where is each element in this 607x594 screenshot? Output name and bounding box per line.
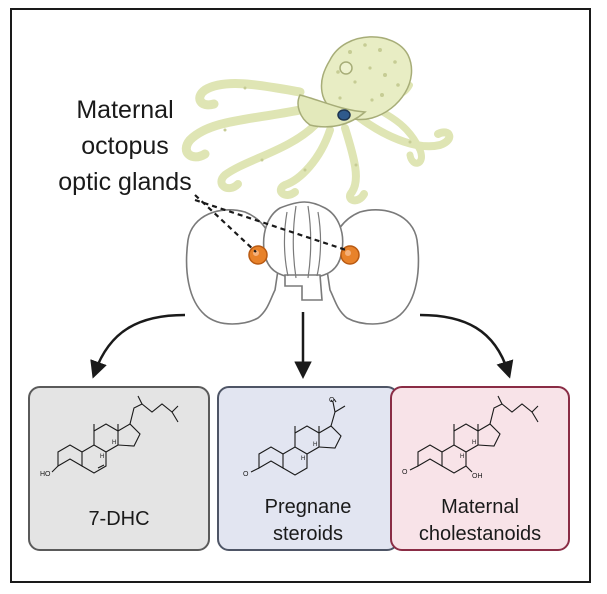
optic-gland-pointers [194, 194, 347, 253]
panel-pregnane-steroids: O O H H Pregnane steroids [217, 386, 399, 551]
svg-text:O: O [329, 397, 335, 404]
7dhc-structure-icon: HO H H [40, 395, 179, 478]
svg-text:H: H [313, 442, 317, 448]
7dhc-label: 7-DHC [88, 508, 150, 530]
octopus-illustration [181, 36, 454, 205]
pathway-arrows [90, 312, 514, 379]
arrow-to-7dhc [90, 313, 186, 379]
pregnane-structure-icon: O O H H [243, 397, 346, 478]
svg-text:O: O [243, 471, 249, 478]
octopus-brain-outline [185, 201, 420, 325]
optic-label-line2: octopus [81, 132, 169, 160]
svg-text:H: H [460, 454, 464, 460]
optic-label-line3: optic glands [58, 168, 192, 196]
svg-text:H: H [472, 440, 476, 446]
arrow-to-cholestanoids [419, 313, 514, 379]
optic-gland-label: Maternal octopus optic glands [50, 92, 200, 200]
svg-text:H: H [301, 456, 305, 462]
svg-text:OH: OH [472, 473, 483, 480]
svg-text:O: O [402, 469, 408, 476]
optic-label-line1: Maternal [76, 96, 174, 124]
cholestanoid-structure-icon: O OH H H [402, 395, 539, 480]
svg-text:H: H [112, 440, 116, 446]
brain-lobe-lines [283, 205, 322, 279]
panel-7dhc: HO H H 7-DHC [28, 386, 210, 551]
svg-text:H: H [100, 454, 104, 460]
panel-maternal-cholestanoids: O OH H H Maternal cholestanoids [390, 386, 570, 551]
svg-text:HO: HO [40, 471, 51, 478]
pregnane-label: Pregnane steroids [264, 496, 352, 545]
cholestanoids-label: Maternal cholestanoids [418, 496, 542, 545]
